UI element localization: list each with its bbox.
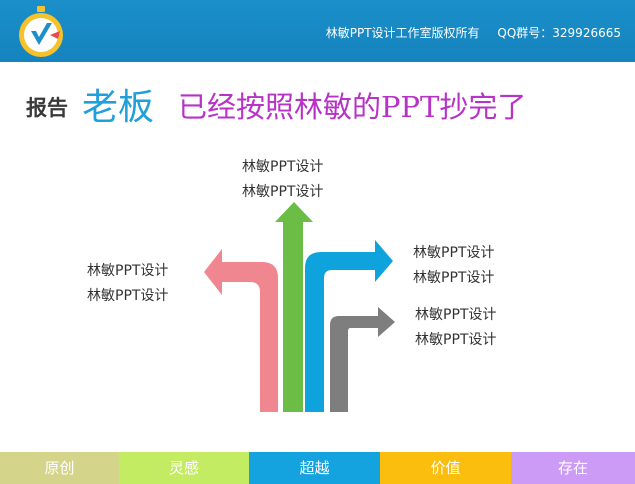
label-top-line2: 林敏PPT设计 [242,184,324,200]
label-right-upper-line2: 林敏PPT设计 [413,270,495,286]
title-boss: 老板 [82,87,155,128]
blue-arrow [305,240,393,412]
footer-button-surpass[interactable]: 超越 [249,452,380,484]
title-report: 报告 [26,96,68,120]
gray-arrow [330,307,395,412]
label-top-line1: 林敏PPT设计 [242,159,324,175]
label-right-lower-line1: 林敏PPT设计 [415,307,497,323]
green-arrow [275,202,313,412]
label-left-line1: 林敏PPT设计 [87,263,169,279]
label-right-upper-line1: 林敏PPT设计 [413,245,495,261]
footer-button-existence[interactable]: 存在 [511,452,635,484]
label-right-lower: 林敏PPT设计 林敏PPT设计 [415,303,496,353]
footer-button-value[interactable]: 价值 [380,452,511,484]
label-right-lower-line2: 林敏PPT设计 [415,332,497,348]
header-bar: 林敏PPT设计工作室版权所有 QQ群号：329926665 [0,0,635,62]
footer-button-original[interactable]: 原创 [0,452,119,484]
stopwatch-logo-icon [19,6,63,57]
label-right-upper: 林敏PPT设计 林敏PPT设计 [413,241,494,291]
footer-nav: 原创 灵感 超越 价值 存在 [0,452,635,484]
arrows-diagram [204,202,395,412]
title-main: 已经按照林敏的PPT抄完了 [178,90,527,124]
footer-button-inspiration[interactable]: 灵感 [119,452,249,484]
label-left: 林敏PPT设计 林敏PPT设计 [87,259,168,309]
qq-group-text: QQ群号：329926665 [497,26,621,40]
copyright-text: 林敏PPT设计工作室版权所有 [325,26,480,40]
pink-arrow [204,249,278,412]
header-info: 林敏PPT设计工作室版权所有 QQ群号：329926665 [312,24,621,41]
label-top: 林敏PPT设计 林敏PPT设计 [242,155,323,205]
label-left-line2: 林敏PPT设计 [87,288,169,304]
